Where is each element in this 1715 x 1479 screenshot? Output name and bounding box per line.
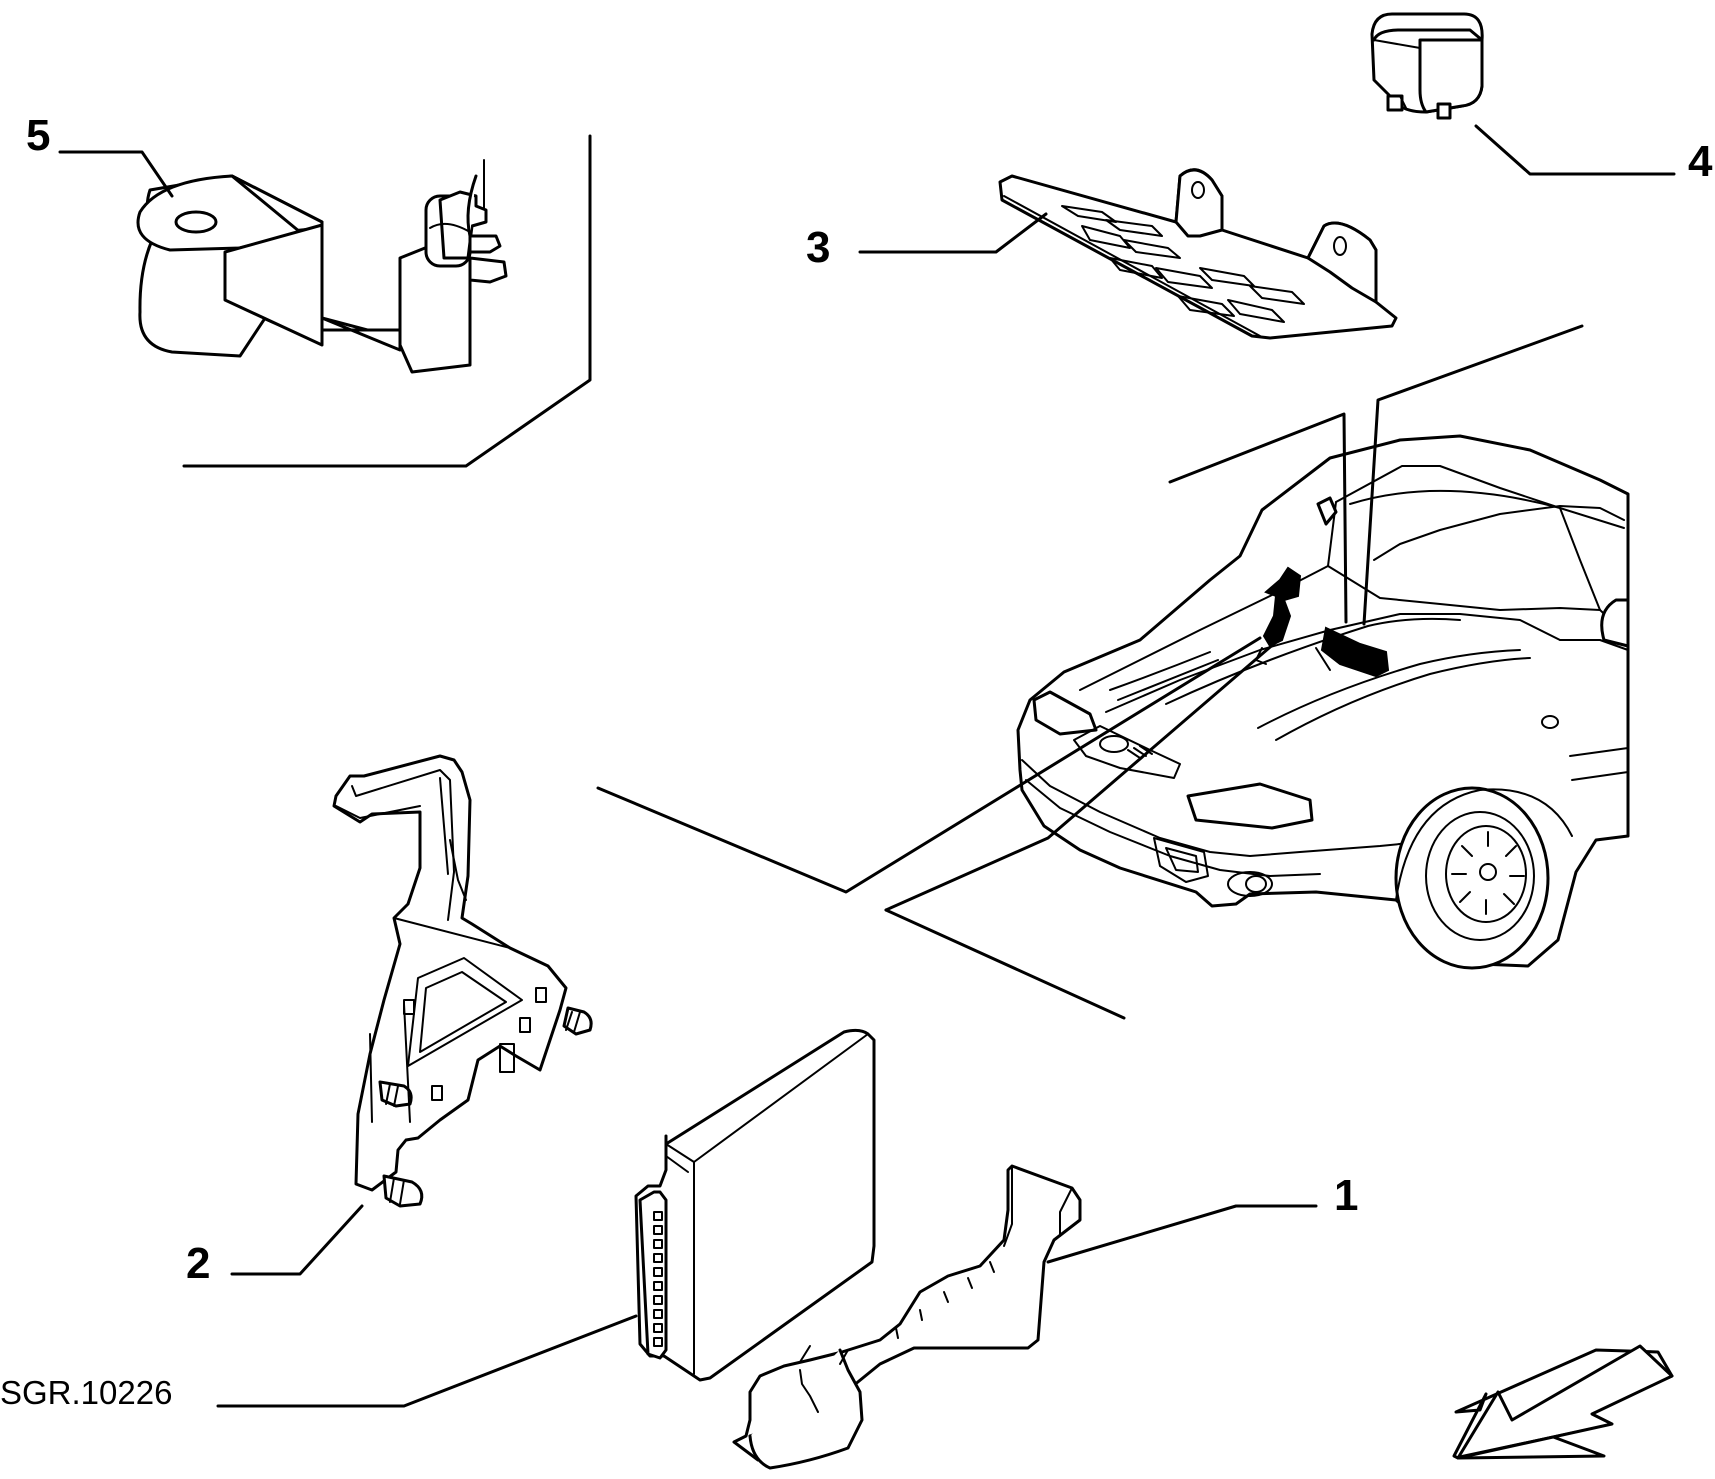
ecu-connector-pins <box>653 1211 663 1347</box>
locator-lines <box>596 324 1584 1020</box>
leader-1 <box>1046 1204 1318 1264</box>
relay-icon <box>1370 12 1484 120</box>
reference-code: SGR.10226 <box>0 1374 172 1411</box>
leader-5 <box>58 150 174 198</box>
direction-arrow-icon <box>1452 1344 1674 1460</box>
detail-frame-5 <box>182 134 592 468</box>
leader-ref <box>216 1314 638 1408</box>
support-plate-icon <box>998 168 1398 340</box>
ecu-bracket-icon <box>332 754 593 1208</box>
callout-4: 4 <box>1688 137 1713 186</box>
callout-1: 1 <box>1334 1171 1358 1220</box>
callout-2: 2 <box>186 1239 210 1288</box>
clip-bracket-icon <box>136 159 508 374</box>
ecu-unit-icon <box>634 1028 876 1382</box>
callout-5: 5 <box>26 111 50 160</box>
callout-3: 3 <box>806 223 830 272</box>
car-icon <box>1016 434 1630 970</box>
leader-lines <box>58 124 1676 1408</box>
leader-3 <box>858 212 1048 254</box>
ecu-cover-icon <box>732 1164 1082 1470</box>
leader-4 <box>1474 124 1676 176</box>
leader-2 <box>230 1204 364 1276</box>
